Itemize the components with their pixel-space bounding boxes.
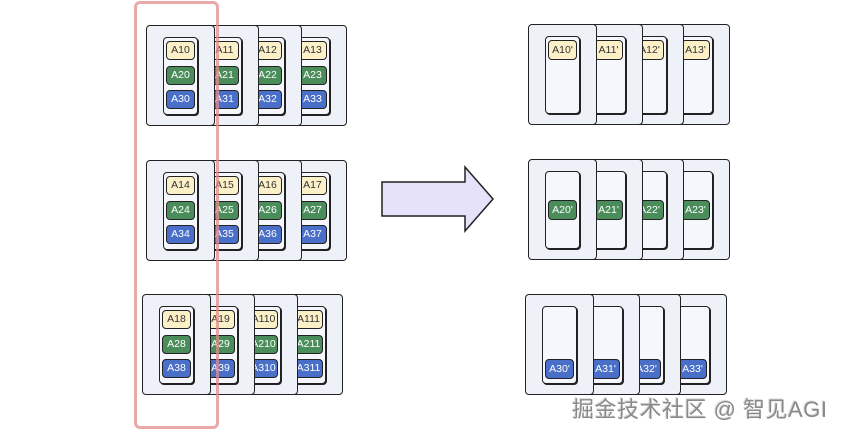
- card-stack: A20'A21'A22'A23': [528, 159, 748, 261]
- matrix-element-chip: A24: [166, 201, 195, 220]
- matrix-element-chip: A17: [298, 176, 327, 195]
- result-element-chip: A31': [591, 359, 620, 379]
- result-element-chip: A23': [681, 200, 710, 220]
- result-element-chip: A21': [594, 200, 623, 220]
- matrix-card: A30': [525, 294, 594, 395]
- matrix-element-chip: A38: [162, 359, 191, 378]
- matrix-card: A20': [528, 159, 597, 260]
- matrix-element-chip: A22: [253, 66, 282, 85]
- chip-column: A20': [545, 171, 580, 249]
- matrix-element-chip: A12: [253, 41, 282, 60]
- matrix-element-chip: A14: [166, 176, 195, 195]
- matrix-element-chip: A10: [166, 41, 195, 60]
- matrix-element-chip: A111: [294, 310, 323, 329]
- matrix-element-chip: A28: [162, 335, 191, 354]
- card-stack: A30'A31'A32'A33': [525, 294, 745, 396]
- result-element-chip: A10': [548, 40, 577, 60]
- chip-column: A10': [545, 36, 580, 114]
- matrix-element-chip: A13: [298, 41, 327, 60]
- matrix-element-chip: A18: [162, 310, 191, 329]
- result-element-chip: A13': [681, 40, 710, 60]
- matrix-element-chip: A110: [249, 310, 278, 329]
- matrix-element-chip: A29: [206, 335, 235, 354]
- right-arrow-icon: [381, 165, 494, 233]
- matrix-element-chip: A27: [298, 201, 327, 220]
- result-element-chip: A11': [594, 40, 623, 60]
- matrix-element-chip: A37: [298, 225, 327, 244]
- matrix-card: A10': [528, 24, 597, 125]
- chip-column: A30': [542, 306, 577, 384]
- card-stack: A10'A11'A12'A13': [528, 24, 748, 126]
- result-element-chip: A33': [678, 359, 707, 379]
- matrix-element-chip: A39: [206, 359, 235, 378]
- matrix-element-chip: A311: [294, 359, 323, 378]
- matrix-element-chip: A210: [249, 335, 278, 354]
- matrix-element-chip: A16: [253, 176, 282, 195]
- matrix-element-chip: A36: [253, 225, 282, 244]
- matrix-element-chip: A33: [298, 90, 327, 109]
- matrix-element-chip: A30: [166, 90, 195, 109]
- watermark: 掘金技术社区 @ 智见AGI: [572, 397, 828, 422]
- matrix-element-chip: A34: [166, 225, 195, 244]
- matrix-element-chip: A310: [249, 359, 278, 378]
- matrix-element-chip: A211: [294, 335, 323, 354]
- result-element-chip: A20': [548, 200, 577, 220]
- result-element-chip: A30': [545, 359, 574, 379]
- matrix-element-chip: A20: [166, 66, 195, 85]
- matrix-element-chip: A26: [253, 201, 282, 220]
- matrix-element-chip: A23: [298, 66, 327, 85]
